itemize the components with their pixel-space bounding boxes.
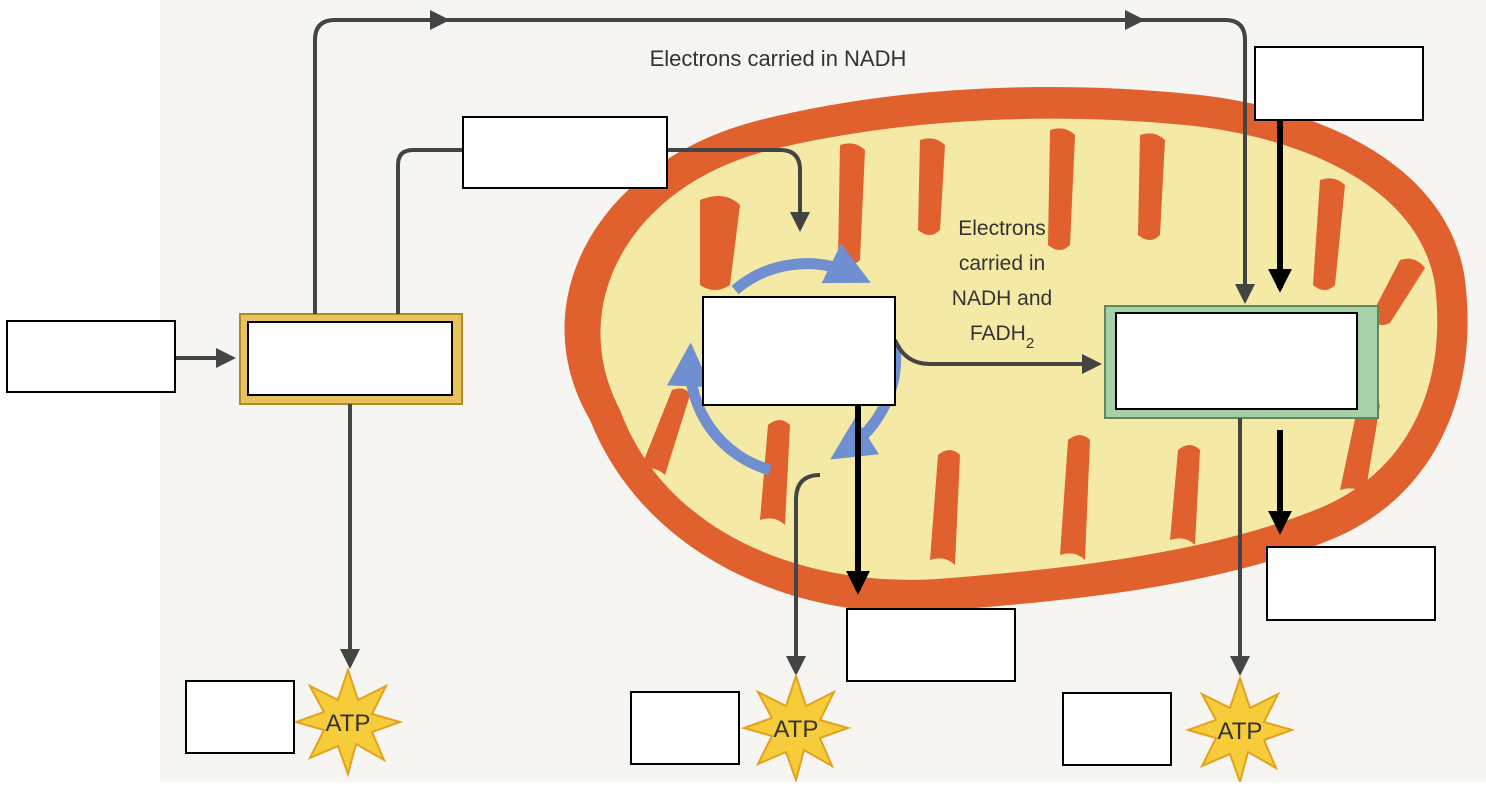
blank-box-etc[interactable]	[1116, 313, 1357, 409]
middle-label-line2: carried in	[959, 252, 1045, 275]
blank-box-atp-count-center[interactable]	[631, 692, 739, 764]
blank-box-atp-count-right[interactable]	[1063, 693, 1171, 765]
nadh-top-label: Electrons carried in NADH	[650, 46, 907, 71]
middle-label-line1: Electrons	[958, 217, 1046, 240]
blank-box-oxygen[interactable]	[1255, 47, 1423, 120]
blank-box-input[interactable]	[7, 321, 175, 392]
atp-label-right: ATP	[1218, 718, 1263, 745]
atp-label-left: ATP	[326, 710, 371, 737]
blank-box-atp-count-left[interactable]	[186, 681, 294, 753]
blank-box-pyruvate[interactable]	[463, 117, 667, 188]
blank-box-glycolysis[interactable]	[248, 322, 452, 395]
middle-label-line3: NADH and	[952, 287, 1052, 310]
blank-box-co2[interactable]	[847, 609, 1015, 681]
fadh-base: FADH	[970, 322, 1026, 345]
atp-label-center: ATP	[774, 716, 819, 743]
blank-box-water[interactable]	[1267, 547, 1435, 620]
blank-box-krebs[interactable]	[703, 297, 895, 405]
fadh-subscript: 2	[1026, 335, 1034, 352]
